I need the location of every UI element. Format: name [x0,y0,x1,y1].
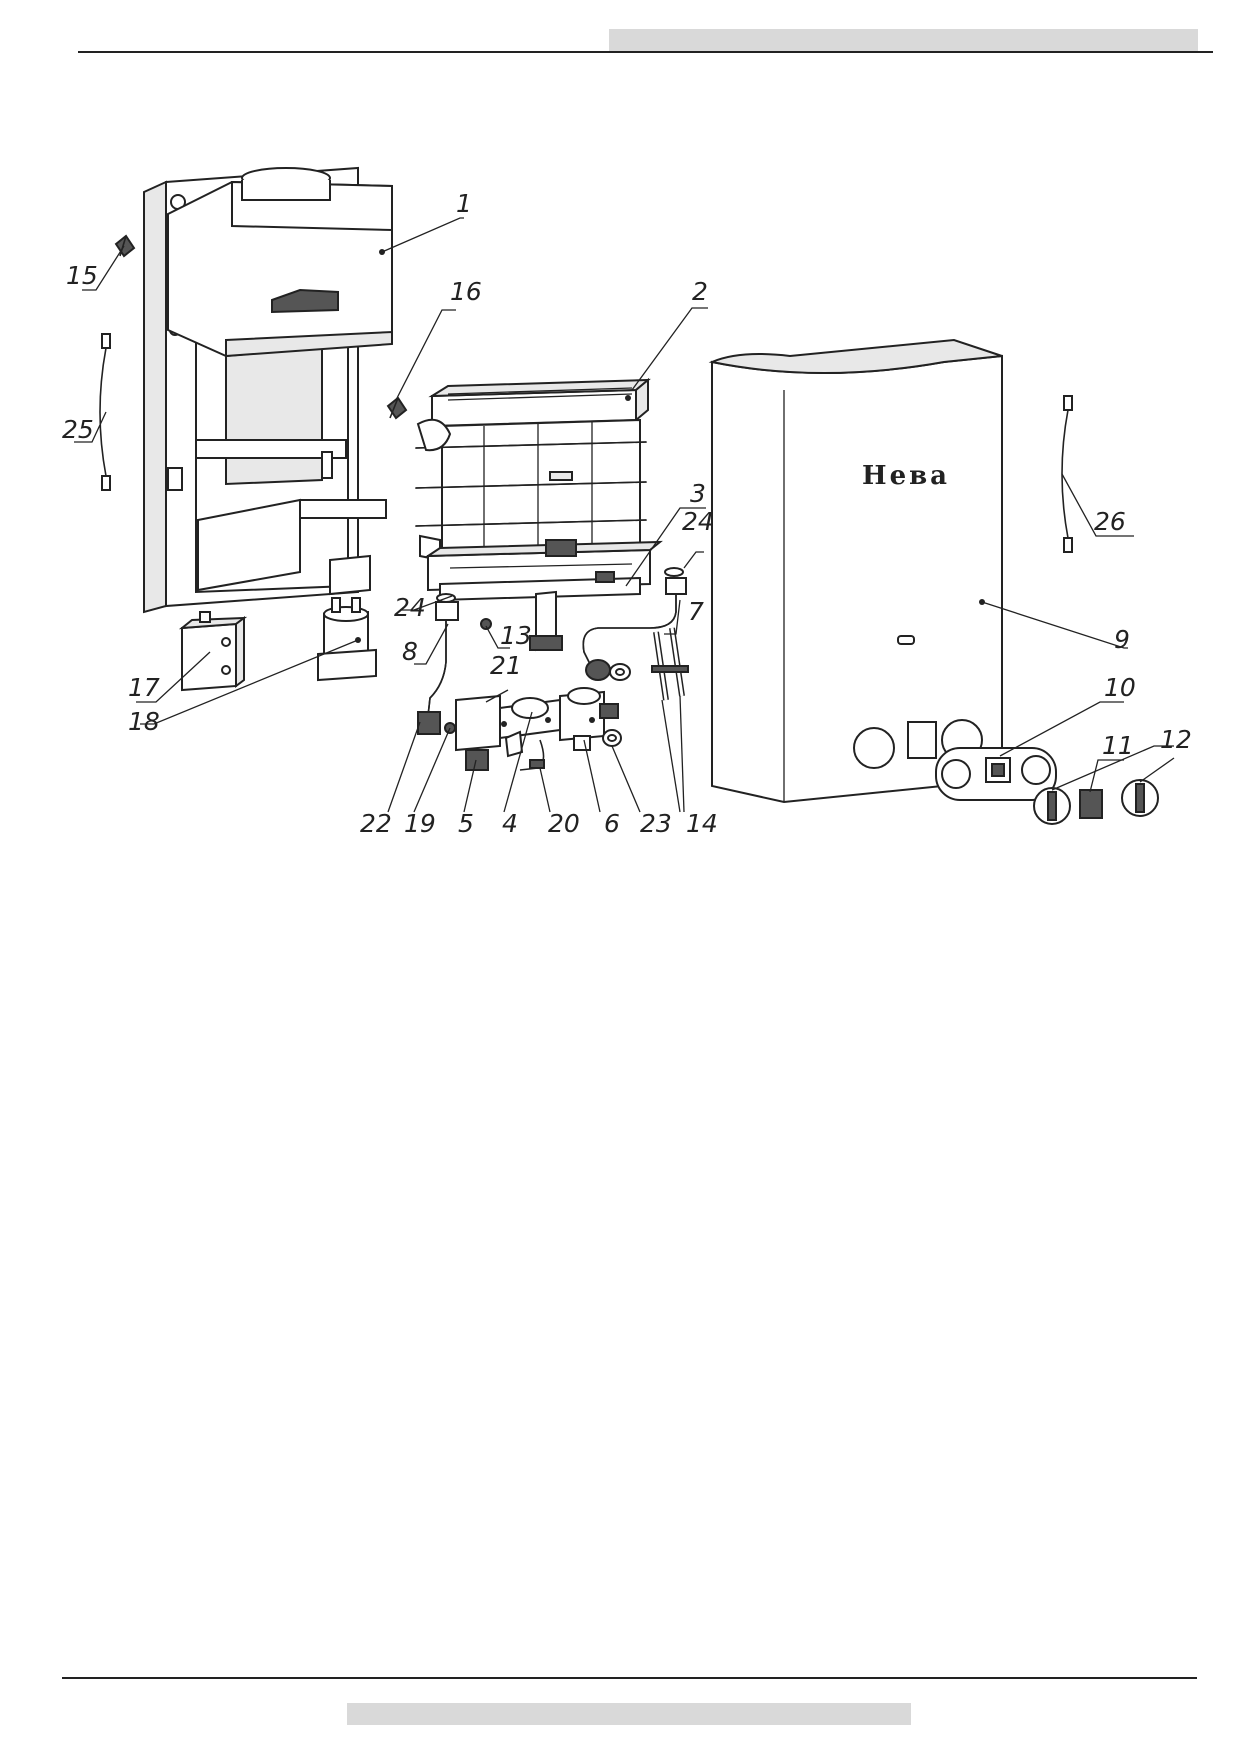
callout-10: 10 [1104,673,1136,702]
callout-26: 26 [1094,507,1126,536]
part-wire-26 [1061,395,1073,553]
callout-4: 4 [502,809,518,838]
callout-18: 18 [128,707,160,736]
footer-rule [62,1677,1197,1679]
callout-25: 25 [62,415,94,444]
part-battery-box-18 [317,597,377,682]
part-nut-13 [480,618,492,630]
callout-labels: 1 2 3 4 5 6 7 8 9 10 11 12 13 14 15 16 1… [62,189,1192,838]
header-rule [78,51,1213,53]
callout-11: 11 [1102,731,1134,760]
part-seal-24-right [664,567,684,577]
callout-23: 23 [640,809,672,838]
callout-12: 12 [1160,725,1192,754]
part-wire-25 [99,333,111,491]
part-oring-23 [602,729,622,747]
callout-2: 2 [692,277,708,306]
callout-3: 3 [690,479,706,508]
callout-20: 20 [548,809,580,838]
callout-5: 5 [458,809,474,838]
part-water-pipe-8 [417,601,459,735]
part-heat-exchanger-2 [415,377,663,652]
callout-24-right: 24 [682,507,714,536]
part-frame-with-hood [143,166,393,614]
footer-bar [347,1703,911,1725]
leader-lines [74,217,1175,813]
callout-14: 14 [686,809,718,838]
callout-24-left: 24 [394,593,426,622]
header-bar [609,29,1198,51]
callout-7: 7 [688,597,704,626]
part-screw-15 [114,234,136,258]
part-gasket-3 [609,663,631,681]
callout-16: 16 [450,277,482,306]
brand-label: Нева [862,461,950,491]
part-microswitch-20 [519,739,545,771]
part-control-box-17 [178,611,248,692]
part-electrodes-14 [651,627,689,701]
callout-15: 15 [66,261,98,290]
part-screw-16 [386,396,408,420]
callout-22: 22 [360,809,392,838]
callout-6: 6 [604,809,620,838]
callout-1: 1 [456,189,472,218]
part-display-11 [1079,789,1103,819]
callout-9: 9 [1114,625,1130,654]
callout-21: 21 [490,651,522,680]
callout-8: 8 [402,637,418,666]
part-front-casing-9: Нева [708,338,1003,804]
part-knobs-12 [1033,779,1159,825]
callout-13: 13 [500,621,532,650]
part-gas-pipe-7 [582,577,687,681]
callout-19: 19 [404,809,436,838]
part-control-panel-10 [935,747,1057,801]
callout-17: 17 [128,673,160,702]
part-valve-assembly [455,687,619,771]
